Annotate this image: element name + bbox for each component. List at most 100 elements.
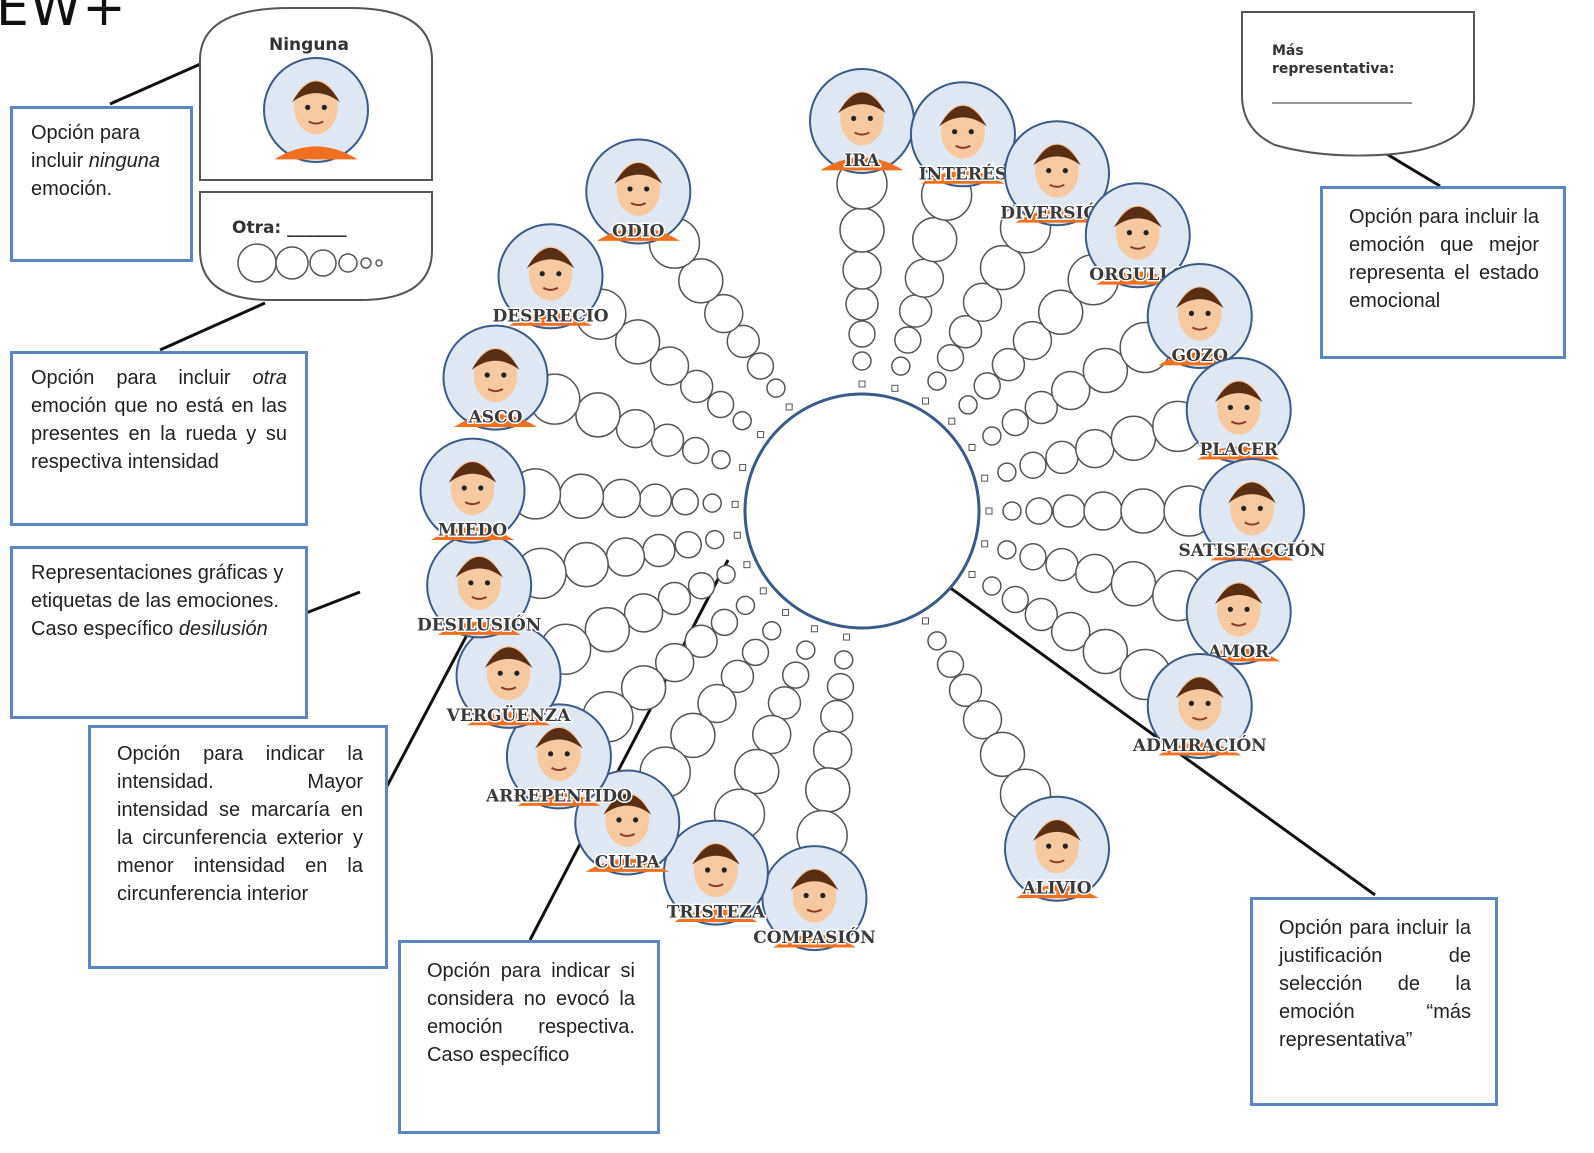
no-evoco-marker[interactable] [968,571,976,578]
intensity-circle[interactable] [706,390,735,419]
intensity-circle[interactable] [1075,428,1115,469]
intensity-circle[interactable] [642,533,676,568]
intensity-circle[interactable] [558,473,605,520]
intensity-circle[interactable] [766,378,786,398]
intensity-circle[interactable] [705,529,725,550]
intensity-circle[interactable] [962,282,1003,323]
intensity-circle[interactable] [979,731,1026,778]
intensity-circle[interactable] [1120,488,1166,534]
intensity-circle[interactable] [1082,628,1129,675]
intensity-circle[interactable] [649,346,690,386]
intensity-circle[interactable] [927,371,947,391]
intensity-circle[interactable] [1002,501,1022,521]
no-evoco-marker[interactable] [739,464,747,472]
otra-intensity-circle[interactable] [309,249,337,277]
otra-intensity-circle[interactable] [338,253,358,273]
intensity-circle[interactable] [1045,547,1079,582]
intensity-circle[interactable] [839,207,885,253]
intensity-circle[interactable] [716,564,736,585]
intensity-circle[interactable] [1001,585,1030,614]
no-evoco-marker[interactable] [891,384,899,392]
intensity-circle[interactable] [1050,611,1091,652]
otra-intensity-circle[interactable] [375,259,383,267]
intensity-circle[interactable] [710,608,739,637]
intensity-circle[interactable] [805,767,851,813]
intensity-circle[interactable] [948,314,983,349]
intensity-circle[interactable] [726,324,761,359]
no-evoco-marker[interactable] [968,444,976,451]
intensity-circle[interactable] [638,483,673,517]
intensity-circle[interactable] [991,347,1026,382]
intensity-circle[interactable] [704,293,744,334]
intensity-circle[interactable] [650,423,685,457]
intensity-circle[interactable] [982,576,1002,596]
intensity-circle[interactable] [1050,370,1091,411]
intensity-circle[interactable] [833,650,854,670]
intensity-circle[interactable] [1083,491,1123,531]
intensity-circle[interactable] [678,258,724,304]
intensity-circle[interactable] [1019,451,1047,479]
no-evoco-marker[interactable] [810,625,818,633]
intensity-circle[interactable] [852,351,872,371]
intensity-circle[interactable] [973,372,1001,400]
intensity-circle[interactable] [936,650,965,679]
intensity-circle[interactable] [904,258,945,298]
no-evoco-marker[interactable] [858,380,866,388]
intensity-circle[interactable] [1045,440,1079,475]
intensity-circle[interactable] [1019,543,1047,571]
intensity-circle[interactable] [711,449,731,470]
intensity-circle[interactable] [1110,560,1157,607]
otra-intensity-circle[interactable] [275,246,309,280]
intensity-circle[interactable] [671,487,699,516]
no-evoco-marker[interactable] [757,431,765,439]
intensity-circle[interactable] [697,683,737,724]
no-evoco-marker[interactable] [843,633,851,641]
intensity-circle[interactable] [584,607,631,653]
intensity-circle[interactable] [936,343,965,372]
intensity-circle[interactable] [1025,497,1053,525]
intensity-circle[interactable] [845,287,879,321]
no-evoco-marker[interactable] [785,403,793,411]
intensity-circle[interactable] [751,714,792,755]
intensity-circle[interactable] [1001,408,1030,437]
no-evoco-marker[interactable] [759,587,767,595]
no-evoco-marker[interactable] [782,608,790,616]
intensity-circle[interactable] [620,665,667,711]
intensity-circle[interactable] [796,640,816,660]
intensity-circle[interactable] [735,595,756,616]
intensity-circle[interactable] [605,537,646,577]
intensity-circle[interactable] [781,661,810,689]
intensity-circle[interactable] [962,699,1003,740]
intensity-circle[interactable] [657,581,692,616]
intensity-circle[interactable] [623,593,664,633]
intensity-circle[interactable] [842,250,882,290]
intensity-circle[interactable] [767,686,802,720]
no-evoco-marker[interactable] [948,417,956,425]
intensity-circle[interactable] [674,531,703,559]
intensity-circle[interactable] [927,631,947,651]
intensity-circle[interactable] [997,462,1017,482]
no-evoco-marker[interactable] [981,474,989,482]
intensity-circle[interactable] [1082,347,1129,394]
intensity-circle[interactable] [601,478,642,519]
intensity-circle[interactable] [681,436,710,465]
intensity-circle[interactable] [812,730,853,770]
intensity-circle[interactable] [1024,597,1059,632]
no-evoco-marker[interactable] [731,500,739,508]
otra-intensity-circle[interactable] [360,257,372,269]
intensity-circle[interactable] [1024,390,1059,425]
intensity-circle[interactable] [670,712,716,759]
intensity-circle[interactable] [982,426,1002,446]
intensity-circle[interactable] [1037,289,1084,336]
intensity-circle[interactable] [820,699,854,734]
intensity-circle[interactable] [997,540,1017,560]
intensity-circle[interactable] [733,748,780,795]
intensity-circle[interactable] [1052,494,1086,528]
intensity-circle[interactable] [575,392,621,438]
otra-intensity-circle[interactable] [237,243,277,283]
intensity-circle[interactable] [911,216,958,263]
no-evoco-marker[interactable] [733,531,741,539]
intensity-circle[interactable] [615,408,656,449]
intensity-circle[interactable] [746,352,775,380]
intensity-circle[interactable] [948,673,983,708]
